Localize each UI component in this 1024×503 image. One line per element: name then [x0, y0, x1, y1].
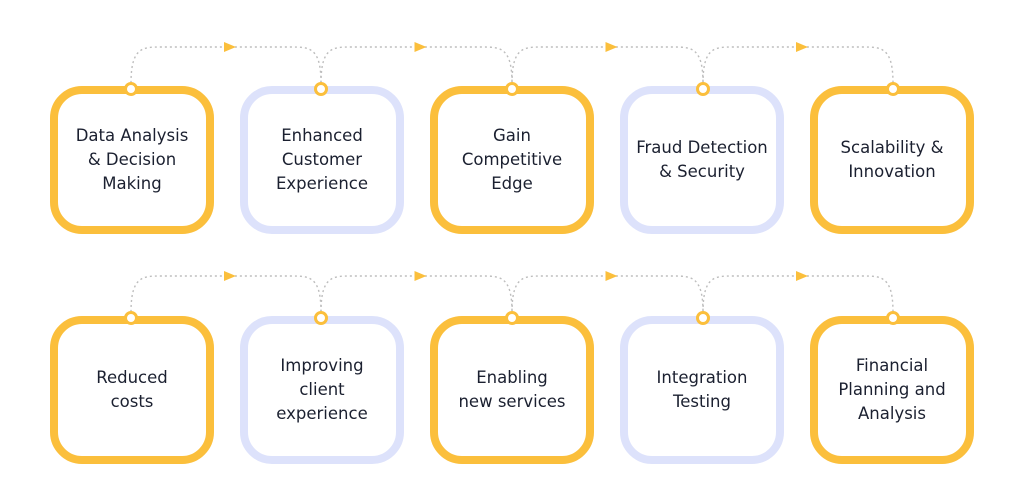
arrow-icon — [414, 271, 427, 281]
card-financial-planning: Financial Planning and Analysis — [810, 316, 974, 464]
arrow-icon — [224, 271, 236, 281]
connector-row1-4 — [702, 46, 894, 84]
arrow-icon — [796, 271, 808, 281]
connector-row1-1 — [130, 46, 322, 84]
connector-row2-1 — [130, 275, 322, 313]
arrow-icon — [796, 42, 808, 52]
arrow-icon — [605, 271, 618, 281]
arrow-icon — [224, 42, 236, 52]
card-scalability-innovation: Scalability & Innovation — [810, 86, 974, 234]
card-integration-testing: Integration Testing — [620, 316, 784, 464]
card-enabling-new-services: Enabling new services — [430, 316, 594, 464]
card-data-analysis: Data Analysis & Decision Making — [50, 86, 214, 234]
card-gain-competitive-edge: Gain Competitive Edge — [430, 86, 594, 234]
connector-row1-2 — [320, 46, 513, 84]
arrow-icon — [605, 42, 618, 52]
connector-row2-3 — [511, 275, 704, 313]
card-improving-client-experience: Improving client experience — [240, 316, 404, 464]
connector-row2-4 — [702, 275, 894, 313]
arrow-icon — [414, 42, 427, 52]
card-fraud-detection: Fraud Detection & Security — [620, 86, 784, 234]
connector-row1-3 — [511, 46, 704, 84]
card-reduced-costs: Reduced costs — [50, 316, 214, 464]
connector-row2-2 — [320, 275, 513, 313]
card-enhanced-customer-experience: Enhanced Customer Experience — [240, 86, 404, 234]
